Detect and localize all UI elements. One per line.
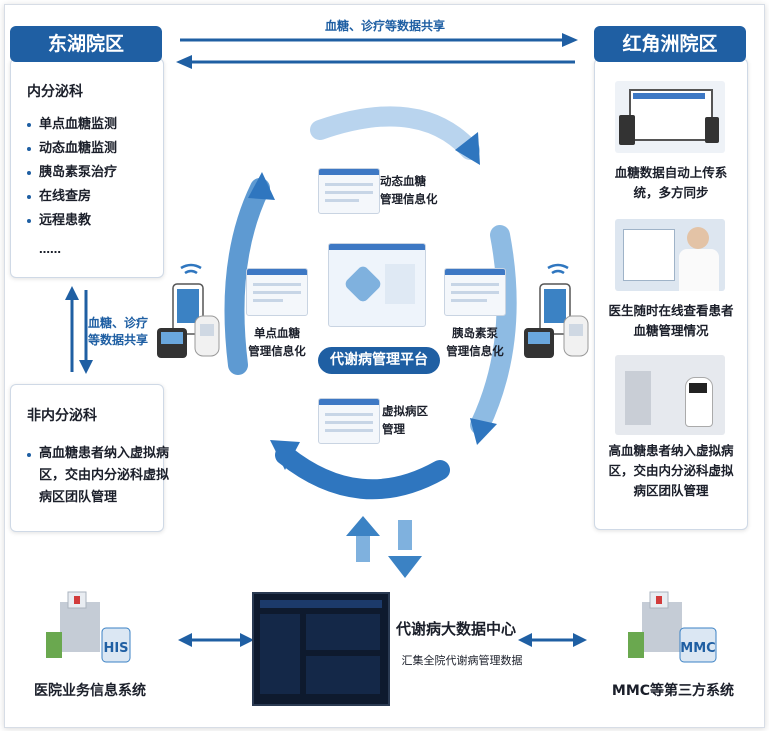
insulin-pump-screenshot <box>444 268 506 316</box>
cgm-label: 动态血糖 管理信息化 <box>380 174 438 206</box>
metabolic-platform-label: 代谢病管理平台 <box>318 347 440 374</box>
ward-robot-photo <box>615 355 725 435</box>
glucose-devices-left <box>157 263 220 358</box>
cgm-screenshot <box>318 168 380 214</box>
red-campus-panel: 血糖数据自动上传系统，多方同步 医生随时在线查看患者血糖管理情况 高血糖患者纳入… <box>594 58 748 530</box>
left-share-arrow-down <box>79 290 93 374</box>
datacenter-subtitle: 汇集全院代谢病管理数据 <box>401 654 523 667</box>
upload-system-photo <box>615 81 725 153</box>
datacenter-title: 代谢病大数据中心 <box>395 620 516 638</box>
datacenter-dashboard <box>252 592 390 706</box>
virtual-ward-screenshot <box>318 398 380 444</box>
glucose-devices-right <box>524 263 589 358</box>
list-item: 在线查房 <box>27 185 157 209</box>
cycle-arrowhead-3 <box>270 440 300 470</box>
list-item: 远程患教 <box>27 209 157 233</box>
mmc-label: MMC等第三方系统 <box>611 683 735 699</box>
mmc-logo-text: MMC <box>680 641 715 656</box>
caption-virtual-ward: 高血糖患者纳入虚拟病区，交由内分泌科虚拟病区团队管理 <box>608 443 734 498</box>
east-campus-panel: 内分泌科 单点血糖监测 动态血糖监测 胰岛素泵治疗 在线查房 远程患教 …… <box>10 58 164 278</box>
platform-screenshot <box>328 243 426 327</box>
endocrine-dept-title: 内分泌科 <box>27 84 83 100</box>
single-point-label: 单点血糖 管理信息化 <box>248 326 306 358</box>
list-item: 动态血糖监测 <box>27 137 157 161</box>
caption-upload: 血糖数据自动上传系统，多方同步 <box>614 165 728 200</box>
left-share-arrow-up <box>65 286 79 372</box>
bullet-dot <box>27 453 31 457</box>
non-endocrine-text: 高血糖患者纳入虚拟病区，交由内分泌科虚拟病区团队管理 <box>39 446 170 505</box>
red-campus-tag: 红角洲院区 <box>594 26 746 62</box>
non-endocrine-panel: 非内分泌科 高血糖患者纳入虚拟病区，交由内分泌科虚拟病区团队管理 <box>10 384 169 532</box>
left-share-label: 血糖、诊疗 等数据共享 <box>88 316 149 347</box>
list-item: 单点血糖监测 <box>27 113 157 137</box>
mmc-building-icon: MMC <box>628 591 717 663</box>
insulin-pump-label: 胰岛素泵 管理信息化 <box>446 326 504 358</box>
cycle-arrowhead-1 <box>455 132 480 165</box>
doctor-online-photo <box>615 219 725 291</box>
datacenter-arrow-up <box>346 516 380 562</box>
top-share-label: 血糖、诊疗等数据共享 <box>324 19 445 33</box>
cycle-ring <box>224 106 517 500</box>
endocrine-services-list: 单点血糖监测 动态血糖监测 胰岛素泵治疗 在线查房 远程患教 <box>27 113 157 233</box>
his-building-icon: HIS <box>46 591 131 663</box>
non-endocrine-title: 非内分泌科 <box>27 408 97 424</box>
cycle-arrowhead-2 <box>470 418 497 445</box>
his-logo-text: HIS <box>103 641 128 656</box>
cycle-arrowhead-4 <box>248 172 275 200</box>
datacenter-arrow-down <box>388 520 422 578</box>
single-point-screenshot <box>246 268 308 316</box>
east-campus-tag: 东湖院区 <box>10 26 162 62</box>
his-label: 医院业务信息系统 <box>34 683 146 699</box>
caption-doctor: 医生随时在线查看患者血糖管理情况 <box>608 303 734 338</box>
virtual-ward-label: 虚拟病区 管理 <box>382 404 428 436</box>
mmc-double-arrow <box>518 633 587 647</box>
list-item: 胰岛素泵治疗 <box>27 161 157 185</box>
top-share-arrow-right <box>180 33 578 47</box>
his-double-arrow <box>178 633 254 647</box>
list-ellipsis: …… <box>39 243 61 256</box>
top-share-arrow-left <box>176 55 575 69</box>
